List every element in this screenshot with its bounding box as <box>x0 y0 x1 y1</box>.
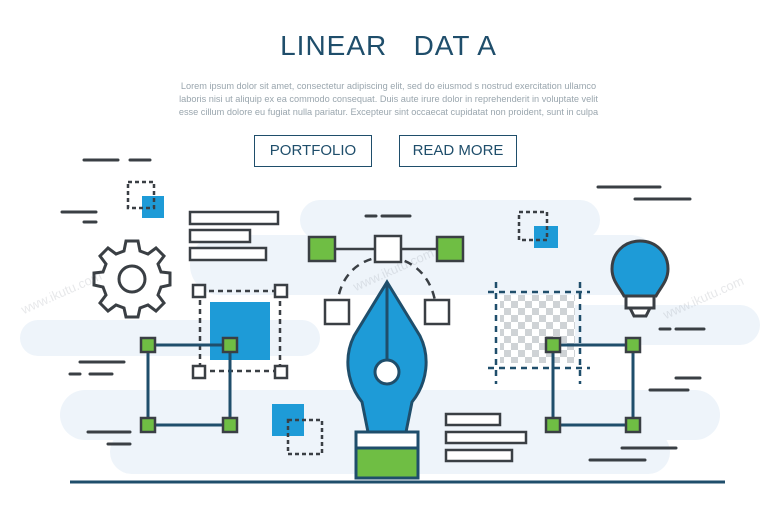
page-title: LINEAR DAT A <box>280 30 497 61</box>
dotted-square-small-icon <box>272 404 324 456</box>
gear-icon <box>92 239 172 319</box>
body-text: Lorem ipsum dolor sit amet, consectetur … <box>160 80 617 119</box>
light-bulb-icon <box>610 239 670 318</box>
selection-square-icon <box>191 283 289 380</box>
anchor-frame-left <box>139 336 239 434</box>
dotted-square-icon <box>126 180 164 218</box>
read-more-button[interactable]: READ MORE <box>399 135 517 167</box>
dotted-square-right-icon <box>517 210 558 248</box>
body-text-line: esse cillum dolore eu fugiat nulla paria… <box>178 107 599 117</box>
body-text-line: laboris nisi ut aliquip ex ea commodo co… <box>179 94 598 104</box>
body-text-line: Lorem ipsum dolor sit amet, consectetur … <box>180 81 597 91</box>
bezier-path-icon <box>307 234 465 326</box>
text-lines-icon <box>188 210 280 262</box>
transparency-square-icon <box>488 282 590 384</box>
text-lines-icon-bottom <box>444 412 528 463</box>
anchor-frame-right <box>544 336 642 434</box>
decorative-dashes <box>60 158 706 462</box>
portfolio-button[interactable]: PORTFOLIO <box>254 135 372 167</box>
pen-tool-icon <box>346 279 428 480</box>
